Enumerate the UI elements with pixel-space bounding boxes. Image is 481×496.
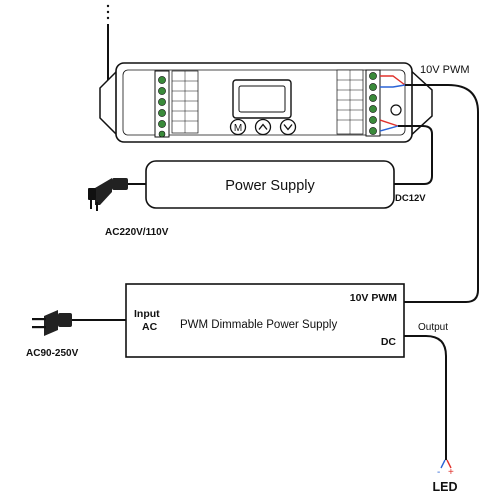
led-label: LED	[433, 480, 458, 494]
chevron-up-icon	[258, 123, 268, 130]
ac220-label: AC220V/110V	[105, 227, 169, 238]
dc-label: DC	[381, 336, 397, 348]
pwm-dimmable-power-supply: Input AC PWM Dimmable Power Supply 10V P…	[125, 283, 405, 358]
power-supply: Power Supply DC12V	[145, 160, 426, 209]
output-label: Output	[418, 322, 448, 333]
down-button[interactable]	[279, 118, 297, 136]
dc12v-label: DC12V	[395, 193, 426, 204]
pwm-signal-wire	[404, 84, 479, 303]
mode-button-label: M	[234, 123, 242, 134]
ac-plug-icon	[88, 178, 146, 211]
ac-label: AC	[142, 321, 158, 333]
ac90-250-label: AC90-250V	[26, 348, 79, 359]
pwm-output-label: 10V PWM	[420, 64, 470, 76]
chevron-down-icon	[283, 124, 293, 131]
dimmable-supply-title: PWM Dimmable Power Supply	[180, 319, 337, 331]
power-supply-title: Power Supply	[225, 178, 315, 194]
ac-plug-icon	[32, 310, 126, 336]
pwm-input-label: 10V PWM	[350, 292, 398, 304]
mode-button[interactable]: M	[229, 118, 247, 136]
led-plus-label: +	[448, 467, 454, 478]
dc12v-wire	[394, 125, 433, 185]
output-wire	[404, 335, 447, 460]
up-button[interactable]	[254, 118, 272, 136]
input-label: Input	[134, 308, 160, 320]
led-minus-label: -	[437, 467, 440, 478]
dimmer-controller: M	[99, 62, 433, 143]
mount-hole-icon	[390, 104, 402, 116]
